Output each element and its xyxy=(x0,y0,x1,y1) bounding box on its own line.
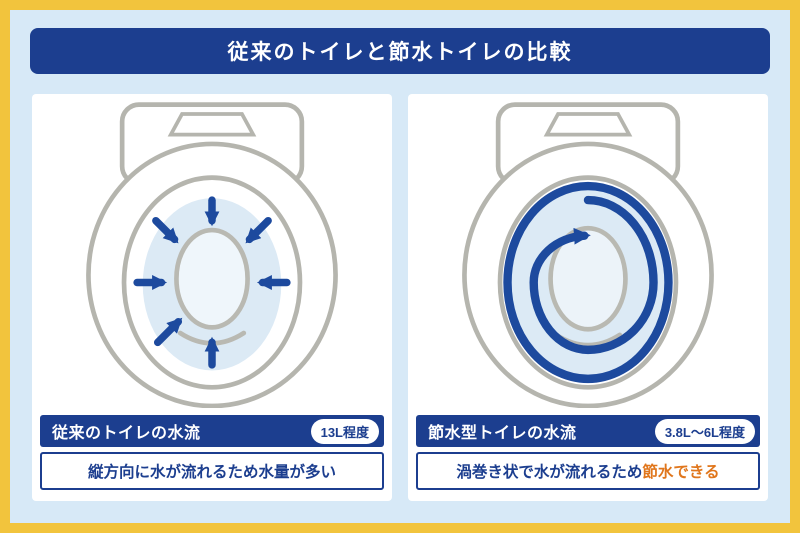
infographic-background: 従来のトイレと節水トイレの比較 xyxy=(10,10,790,523)
volume-badge-conventional: 13L程度 xyxy=(310,418,379,444)
page-title: 従来のトイレと節水トイレの比較 xyxy=(227,41,573,64)
caption-conventional: 従来のトイレの水流 13L程度 縦方向に水が流れるため水量が多い xyxy=(40,415,384,490)
panel-conventional-toilet: 従来のトイレの水流 13L程度 縦方向に水が流れるため水量が多い xyxy=(32,94,392,501)
title-bar: 従来のトイレと節水トイレの比較 xyxy=(30,28,770,74)
description-water-saving: 渦巻き状で水が流れるため節水できる xyxy=(416,452,760,490)
description-text-water-saving: 渦巻き状で水が流れるため xyxy=(456,464,643,481)
flow-label-bar-conventional: 従来のトイレの水流 13L程度 xyxy=(40,415,384,447)
panel-water-saving-toilet: 節水型トイレの水流 3.8L〜6L程度 渦巻き状で水が流れるため節水できる xyxy=(408,94,768,501)
caption-water-saving: 節水型トイレの水流 3.8L〜6L程度 渦巻き状で水が流れるため節水できる xyxy=(416,415,760,490)
flow-label-bar-water-saving: 節水型トイレの水流 3.8L〜6L程度 xyxy=(416,415,760,447)
flow-label-water-saving: 節水型トイレの水流 xyxy=(428,425,577,442)
description-text-conventional: 縦方向に水が流れるため水量が多い xyxy=(87,464,336,481)
description-conventional: 縦方向に水が流れるため水量が多い xyxy=(40,452,384,490)
comparison-panels: 従来のトイレの水流 13L程度 縦方向に水が流れるため水量が多い xyxy=(32,94,768,501)
toilet-illustration-water-saving xyxy=(462,102,714,408)
description-highlight-water-saving: 節水できる xyxy=(642,464,720,481)
toilet-illustration-conventional xyxy=(86,102,338,408)
volume-badge-water-saving: 3.8L〜6L程度 xyxy=(654,418,755,444)
flow-label-conventional: 従来のトイレの水流 xyxy=(52,425,201,442)
inward-flow-arrows-icon xyxy=(133,196,291,369)
spiral-flow-arrow-icon xyxy=(503,181,673,384)
